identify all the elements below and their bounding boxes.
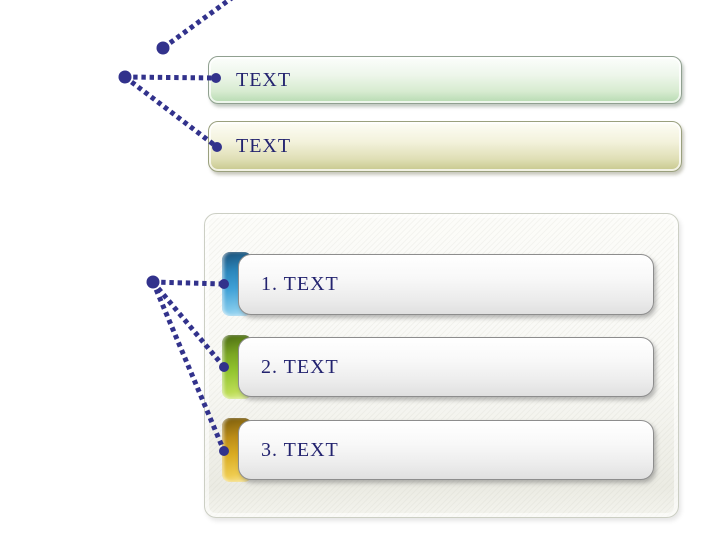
list-item-1[interactable]: 1. TEXT bbox=[238, 254, 654, 315]
connector-line-callout-1 bbox=[124, 74, 217, 81]
list-item-2-label: 2. TEXT bbox=[261, 355, 339, 378]
connector-hub-upper bbox=[118, 70, 132, 84]
callout-box-2-label: TEXT bbox=[236, 135, 292, 157]
callout-box-2[interactable]: TEXT bbox=[208, 121, 682, 172]
list-item-3[interactable]: 3. TEXT bbox=[238, 420, 654, 480]
connector-line-offslide bbox=[161, 0, 234, 51]
list-item-2[interactable]: 2. TEXT bbox=[238, 337, 654, 397]
connector-line-callout-2 bbox=[123, 75, 219, 149]
callout-box-1[interactable]: TEXT bbox=[208, 56, 682, 104]
connector-dot-top bbox=[156, 41, 170, 55]
list-item-1-label: 1. TEXT bbox=[261, 273, 339, 295]
connector-hub-lower bbox=[146, 275, 160, 289]
callout-box-1-label: TEXT bbox=[236, 68, 292, 91]
list-item-3-label: 3. TEXT bbox=[261, 438, 339, 461]
